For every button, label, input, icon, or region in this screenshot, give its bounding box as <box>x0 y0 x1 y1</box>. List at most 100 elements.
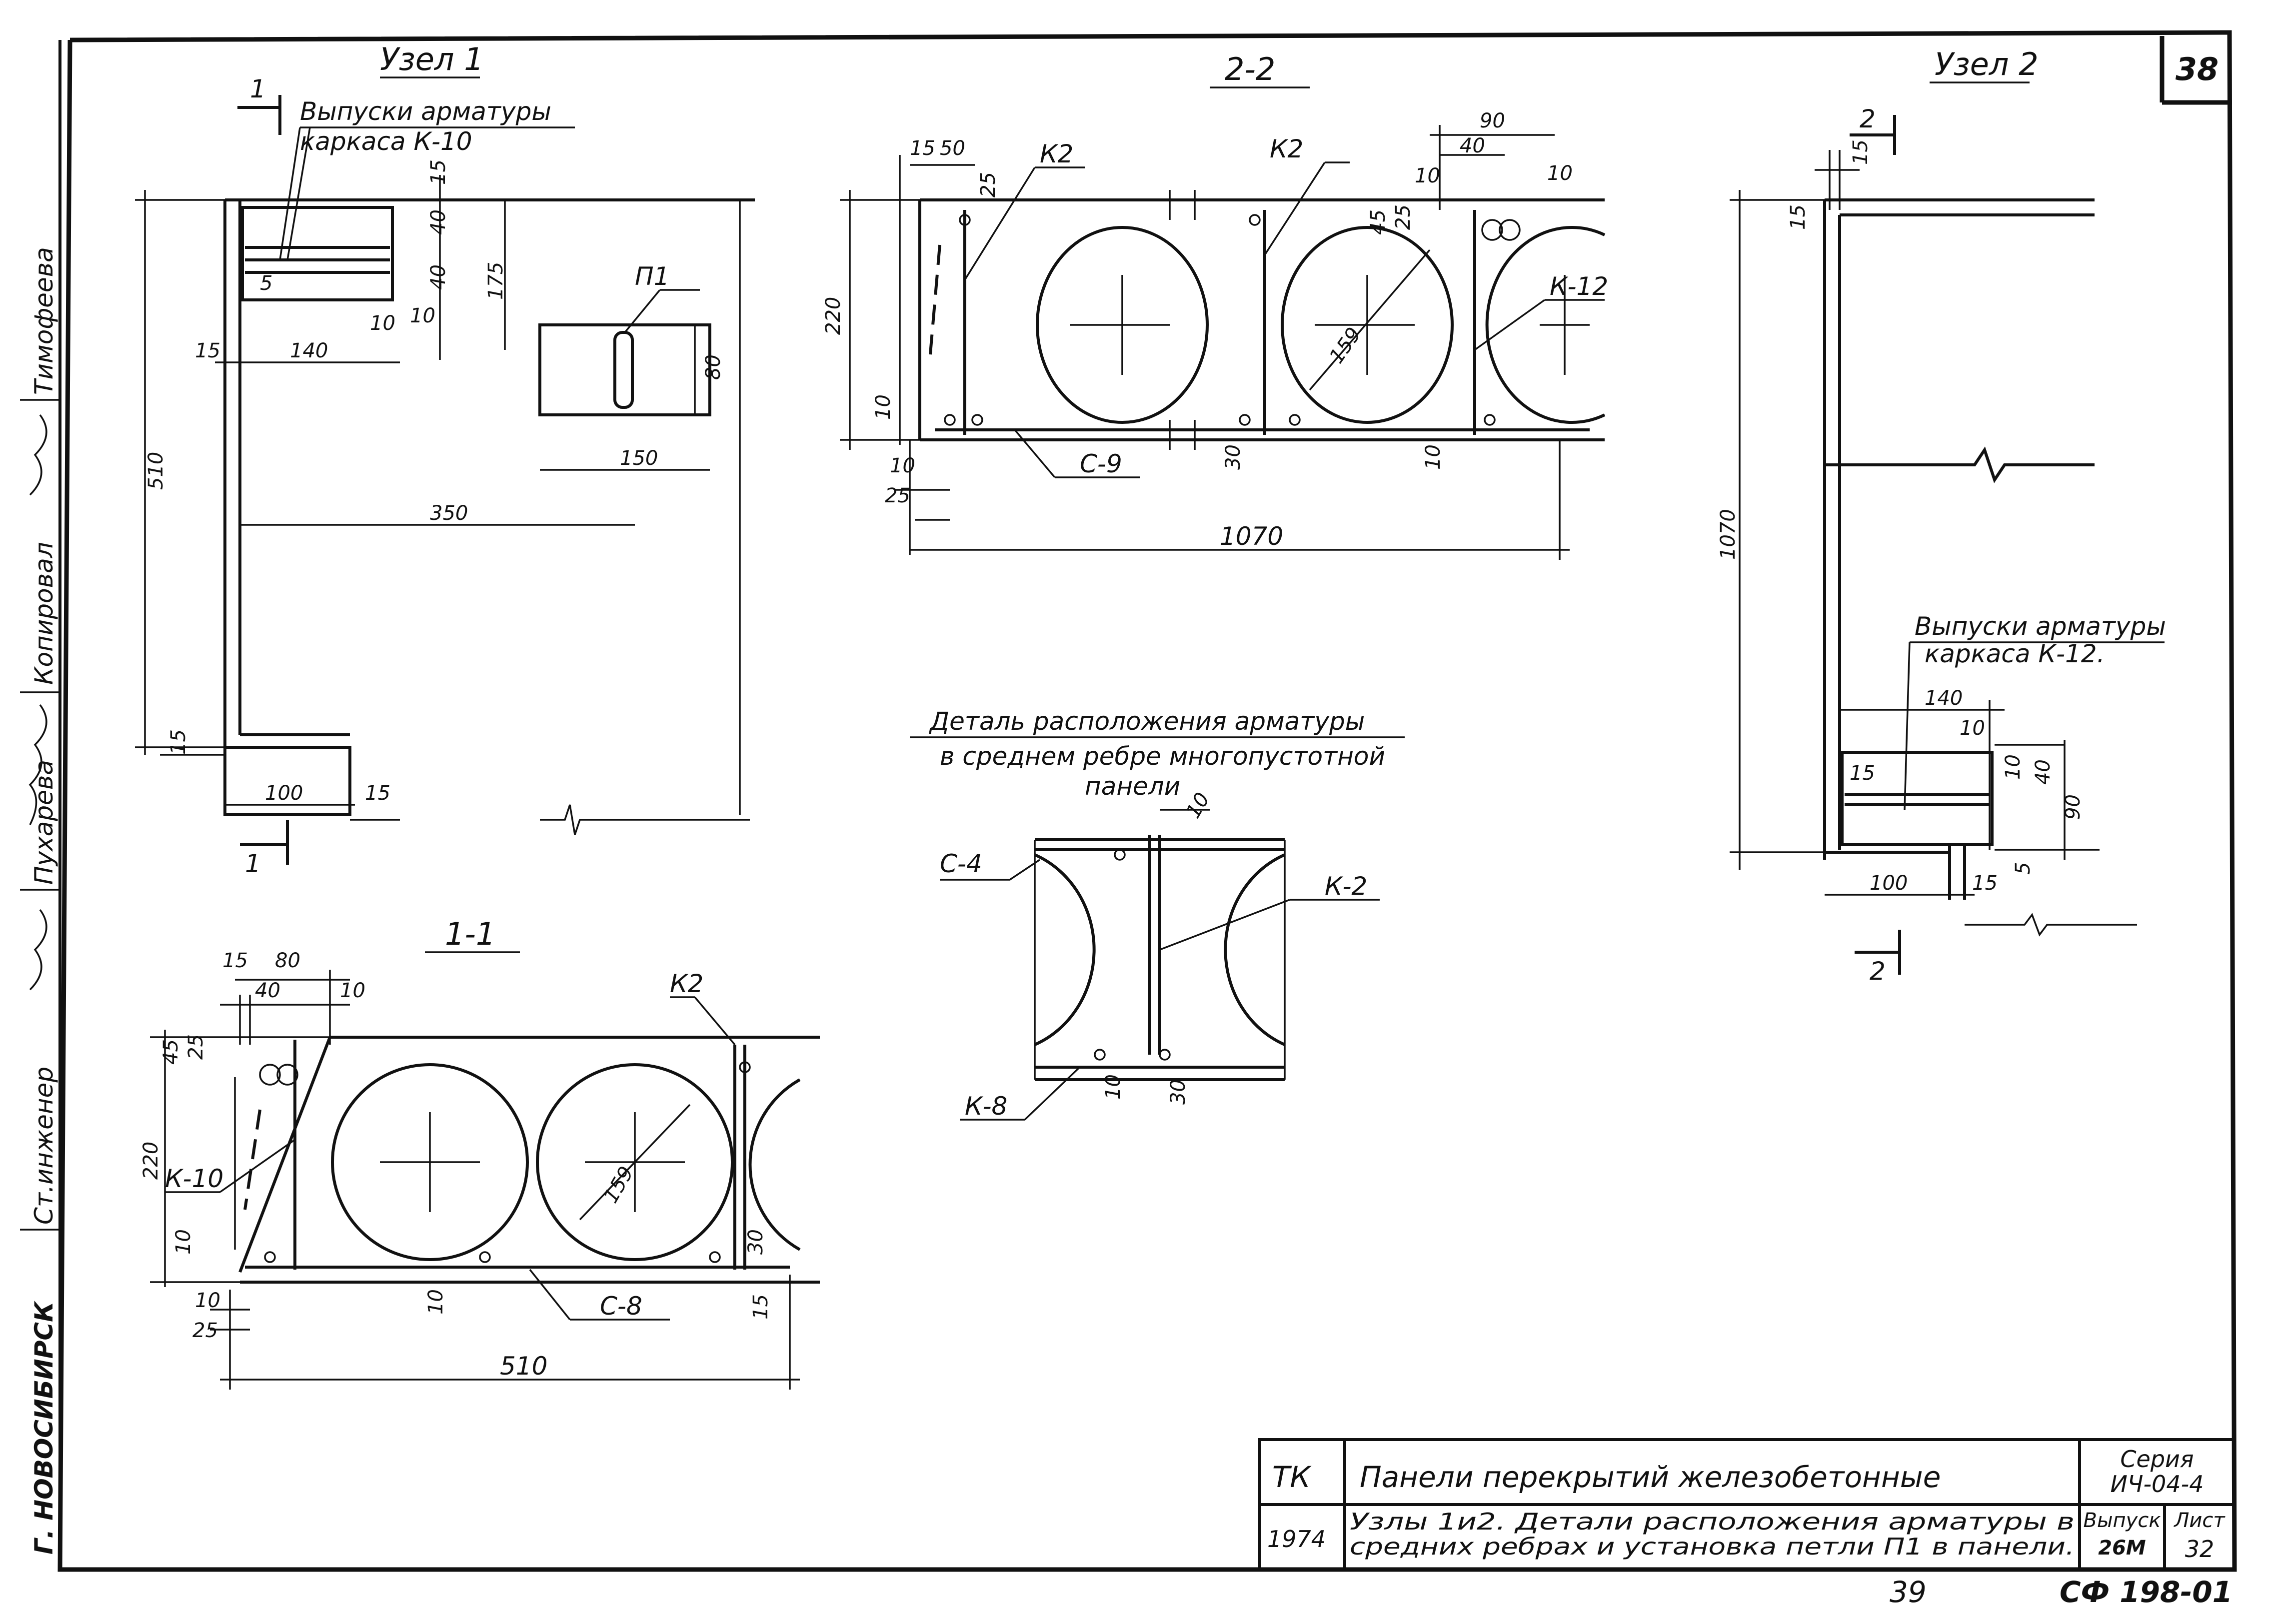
n2-dim-100: 100 <box>1870 872 1908 895</box>
node-1-drawing: Узел 1 1 Выпуски арматуры каркаса К-10 П… <box>135 41 755 878</box>
n1-dim-10b: 10 <box>410 304 435 327</box>
sec11-dim-10b: 10 <box>172 1229 195 1255</box>
n2-dim-140: 140 <box>1925 687 1963 710</box>
tb-org: ТК <box>1272 1460 1312 1494</box>
node-2-release-1: Выпуски арматуры <box>1915 612 2166 641</box>
sec22-dim-10e: 10 <box>1422 444 1445 470</box>
detail-title-1: Деталь расположения арматуры <box>929 707 1365 736</box>
n2-dim-10b: 10 <box>2002 754 2025 780</box>
sec22-dim-220: 220 <box>822 297 845 335</box>
tb-issue-label: Выпуск <box>2084 1509 2161 1532</box>
node-1-title: Узел 1 <box>380 41 484 77</box>
signature-3 <box>29 909 47 991</box>
sec11-dim-40: 40 <box>255 979 280 1002</box>
tb-issue: 26М <box>2098 1537 2146 1560</box>
sec11-dim-10d: 10 <box>195 1289 220 1312</box>
sec22-dim-50: 50 <box>940 137 965 160</box>
n2-dim-15a: 15 <box>1849 139 1872 165</box>
sec11-label-c8: С-8 <box>600 1292 642 1321</box>
sec11-dim-80: 80 <box>275 949 300 972</box>
n2-dim-5: 5 <box>2012 862 2035 875</box>
detail-dim-30: 30 <box>1167 1079 1190 1105</box>
node-1-loop-label: П1 <box>635 262 669 291</box>
node-2-title: Узел 2 <box>1935 46 2039 82</box>
sec22-dim-45: 45 <box>1367 209 1390 235</box>
sec22-dim-1070: 1070 <box>1220 522 1283 551</box>
sec11-dim-15: 15 <box>222 949 248 972</box>
section-1-1-drawing: 1-1 К2 К-10 С-8 <box>139 916 820 1390</box>
sec11-dim-30: 30 <box>744 1229 767 1255</box>
signature-1 <box>28 704 47 825</box>
sec22-dim-40: 40 <box>1460 134 1485 157</box>
n2-dim-90: 90 <box>2062 794 2085 820</box>
sidebar-name-2: Копировал <box>29 542 58 685</box>
sheet-number: 38 <box>2176 51 2219 87</box>
section-1-1-title: 1-1 <box>445 916 495 952</box>
n1-dim-150: 150 <box>620 447 658 470</box>
n1-dim-5: 5 <box>260 272 272 295</box>
sec11-dim-220: 220 <box>139 1142 162 1180</box>
tb-series-label: Серия <box>2120 1446 2194 1473</box>
detail-label-k8: К-8 <box>965 1092 1007 1121</box>
tb-sheet: 32 <box>2185 1536 2215 1563</box>
node-1-release-2: каркаса К-10 <box>300 127 472 156</box>
n2-dim-1070: 1070 <box>1717 509 1740 560</box>
sec11-dim-15b: 15 <box>749 1294 772 1320</box>
sec11-dim-45: 45 <box>159 1039 182 1065</box>
tb-year: 1974 <box>1267 1526 1326 1553</box>
sec22-dim-10d: 10 <box>890 454 915 477</box>
n1-dim-15c: 15 <box>167 729 190 755</box>
n1-dim-15b: 15 <box>195 339 220 362</box>
tb-desc-1: Узлы 1и2. Детали расположения арматуры в <box>1350 1508 2075 1535</box>
sec11-label-k2: К2 <box>670 969 703 998</box>
sec22-dim-10c: 10 <box>872 394 895 420</box>
n2-dim-10: 10 <box>1960 717 1985 740</box>
tb-name: Панели перекрытий железобетонные <box>1360 1460 1941 1494</box>
sec22-dim-15: 15 <box>910 137 935 160</box>
n2-dim-15c: 15 <box>1850 762 1875 785</box>
sec22-label-c9: С-9 <box>1080 449 1122 478</box>
node-1-release-1: Выпуски арматуры <box>300 97 551 126</box>
tb-series: ИЧ-04-4 <box>2111 1471 2204 1498</box>
node-2-cut-top: 2 <box>1860 104 1876 133</box>
detail-title-2: в среднем ребре многопустотной <box>940 742 1385 771</box>
bottom-page-number: 39 <box>1890 1575 1927 1609</box>
sec22-label-k12: К-12 <box>1550 272 1608 301</box>
n1-dim-40a: 40 <box>427 209 450 235</box>
sec11-label-k10: К-10 <box>165 1164 223 1193</box>
node-2-drawing: Узел 2 2 Выпуски арматуры каркаса К-12. <box>1717 46 2166 986</box>
detail-label-k2: К-2 <box>1325 872 1367 901</box>
tb-desc-2: средних ребрах и установка петли П1 в па… <box>1350 1533 2075 1560</box>
n1-dim-350: 350 <box>430 502 468 525</box>
node-1-cut-top: 1 <box>250 74 266 103</box>
n1-dim-40b: 40 <box>427 264 450 290</box>
node-1-cut-bottom: 1 <box>245 849 261 878</box>
sec22-dim-25b: 25 <box>1392 204 1415 230</box>
section-2-2-title: 2-2 <box>1225 51 1275 87</box>
sidebar-name-1: Тимофеева <box>29 247 58 395</box>
tb-sheet-label: Лист <box>2173 1509 2226 1532</box>
sec11-dim-10c: 10 <box>424 1289 447 1315</box>
sidebar-city: Г. НОВОСИБИРСК <box>29 1301 58 1555</box>
sec22-dim-25: 25 <box>977 172 1000 197</box>
detail-dim-10b: 10 <box>1102 1074 1125 1100</box>
sec22-dim-25c: 25 <box>885 484 910 507</box>
n1-dim-10a: 10 <box>370 312 395 335</box>
node-2-release-2: каркаса К-12. <box>1925 639 2105 668</box>
sec11-dim-25: 25 <box>184 1034 207 1060</box>
sec22-dim-30: 30 <box>1222 444 1245 470</box>
n2-dim-15b: 15 <box>1787 204 1810 230</box>
sec22-label-k2b: К2 <box>1270 134 1303 163</box>
sec11-dim-10: 10 <box>340 979 365 1002</box>
section-2-2-drawing: 2-2 К2 <box>822 51 1608 560</box>
n1-dim-100: 100 <box>265 782 303 805</box>
detail-label-c4: С-4 <box>940 849 982 878</box>
n2-dim-15d: 15 <box>1972 872 1998 895</box>
n2-dim-40: 40 <box>2032 759 2055 785</box>
sec11-dim-25b: 25 <box>192 1319 218 1342</box>
n1-dim-510: 510 <box>144 452 167 490</box>
bottom-code: СФ 198-01 <box>2060 1575 2233 1609</box>
n1-dim-140: 140 <box>290 339 328 362</box>
sec22-dim-90: 90 <box>1480 109 1505 132</box>
